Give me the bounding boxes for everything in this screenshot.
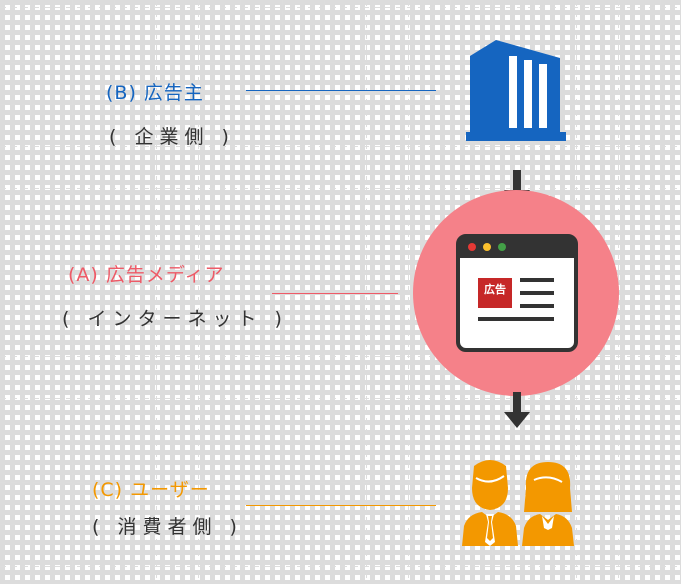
advertiser-connector-line — [246, 90, 436, 91]
user-sub-label: ( 消費者側 ) — [92, 516, 243, 538]
user-connector-line — [246, 505, 436, 506]
users-icon — [462, 460, 574, 546]
arrow-down-icon — [504, 392, 530, 428]
media-connector-line — [272, 293, 398, 294]
ad-badge-label: 広告 — [484, 283, 506, 296]
building-icon — [466, 40, 566, 141]
advertiser-sub-label: ( 企業側 ) — [109, 126, 235, 148]
media-sub-label: ( インターネット ) — [62, 308, 288, 330]
browser-window-icon — [456, 234, 578, 352]
advertiser-label: (B) 広告主 — [106, 82, 204, 104]
media-label: (A) 広告メディア — [68, 264, 225, 286]
user-label: (C) ユーザー — [92, 479, 210, 501]
